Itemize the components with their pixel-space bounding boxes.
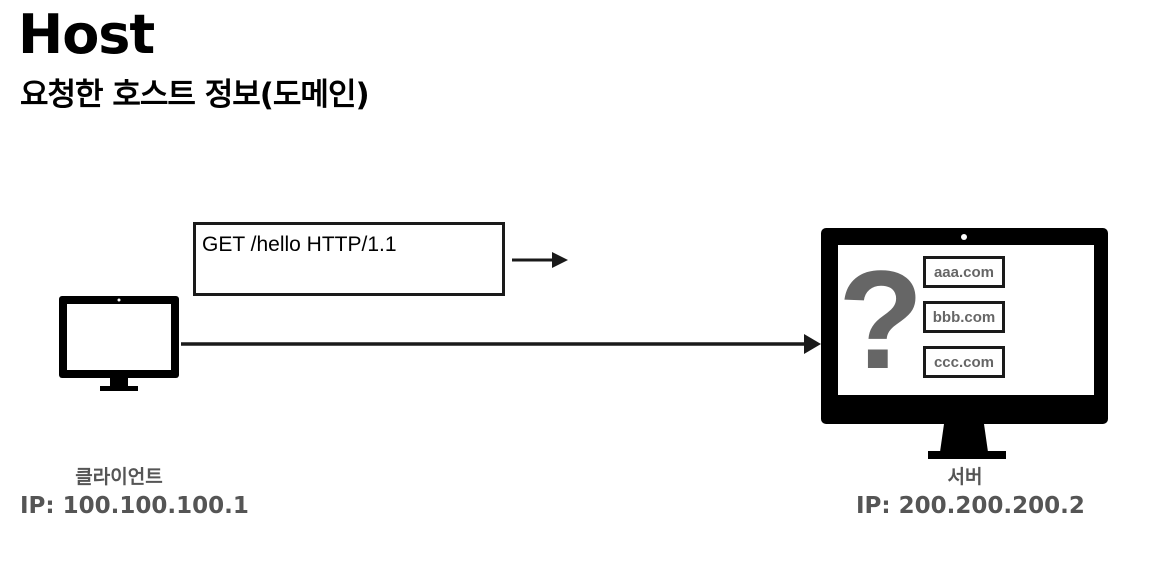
server-label: 서버 xyxy=(947,466,983,488)
page-subtitle: 요청한 호스트 정보(도메인) xyxy=(20,77,370,113)
request-line: GET /hello HTTP/1.1 xyxy=(202,233,397,256)
domain-box-ccc: ccc.com xyxy=(923,346,1005,378)
domain-box-aaa: aaa.com xyxy=(923,256,1005,288)
request-arrow-icon xyxy=(512,252,568,268)
arrow-right-icon xyxy=(181,334,821,354)
client-monitor-icon xyxy=(59,296,179,391)
page-title: Host xyxy=(18,3,155,66)
client-label: 클라이언트 xyxy=(75,466,163,488)
domain-box-bbb: bbb.com xyxy=(923,301,1005,333)
request-box: GET /hello HTTP/1.1 xyxy=(193,222,505,296)
client-ip: IP: 100.100.100.1 xyxy=(20,493,249,519)
server-ip: IP: 200.200.200.2 xyxy=(856,493,1085,519)
question-mark-icon: ? xyxy=(838,241,924,398)
